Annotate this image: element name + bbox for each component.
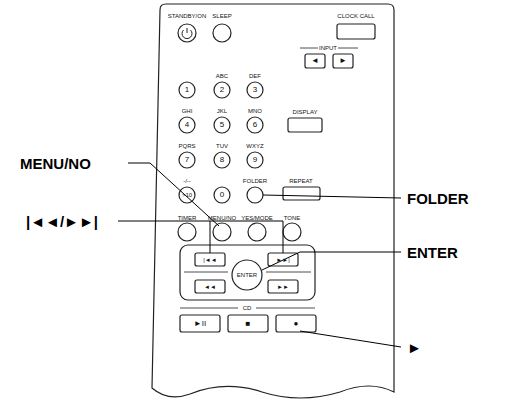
button-label: 3 — [253, 86, 257, 94]
button-label: ENTER — [237, 272, 257, 278]
button-label: WXYZ — [246, 143, 263, 149]
button-label: ◄ — [311, 57, 319, 65]
button-label: STANDBY/ON — [168, 13, 207, 19]
button-label: |◄◄ — [203, 257, 216, 263]
button-label: >10 — [182, 192, 192, 198]
button-label: ■ — [246, 320, 251, 328]
button-label: TUV — [216, 143, 228, 149]
button-label: DISPLAY — [293, 109, 318, 115]
callout-label: ENTER — [405, 245, 460, 260]
button-label: INPUT — [319, 45, 337, 51]
button-label: ◄◄ — [204, 284, 216, 290]
button-label: SLEEP — [212, 13, 231, 19]
button-label: TIMER — [178, 215, 197, 221]
button-label: ►II — [194, 320, 206, 328]
button-label: 7 — [185, 156, 189, 164]
button-label: ● — [294, 320, 299, 328]
button-label: GHI — [182, 108, 193, 114]
button-label: 1 — [185, 86, 189, 94]
button-label: 5 — [220, 121, 224, 129]
button-label: CLOCK CALL — [337, 13, 374, 19]
button-label: 8 — [220, 156, 224, 164]
button-label: DEF — [249, 73, 261, 79]
button-label: ►►| — [276, 257, 289, 263]
button-label: -/-- — [183, 178, 191, 184]
callout-label: |◄◄/►►| — [24, 214, 100, 229]
callout-label: MENU/NO — [18, 156, 93, 171]
button-label: 0 — [220, 191, 224, 199]
button-label: ABC — [216, 73, 228, 79]
callout-label: ► — [405, 340, 424, 355]
button-label: ► — [339, 57, 347, 65]
button-label: REPEAT — [289, 178, 313, 184]
button-label: CD — [243, 305, 252, 311]
callout-label: FOLDER — [405, 191, 471, 206]
button-label: MNO — [248, 108, 262, 114]
button-label: JKL — [217, 108, 227, 114]
button-label: TONE — [284, 215, 301, 221]
button-label: FOLDER — [243, 178, 267, 184]
button-label: ►► — [277, 284, 289, 290]
button-label: 2 — [220, 86, 224, 94]
button-label: YES/MODE — [241, 215, 273, 221]
button-label: MENU/NO — [208, 215, 236, 221]
button-label: PQRS — [178, 143, 195, 149]
button-label: 9 — [253, 156, 257, 164]
button-label: 6 — [253, 121, 257, 129]
button-label: 4 — [185, 121, 189, 129]
